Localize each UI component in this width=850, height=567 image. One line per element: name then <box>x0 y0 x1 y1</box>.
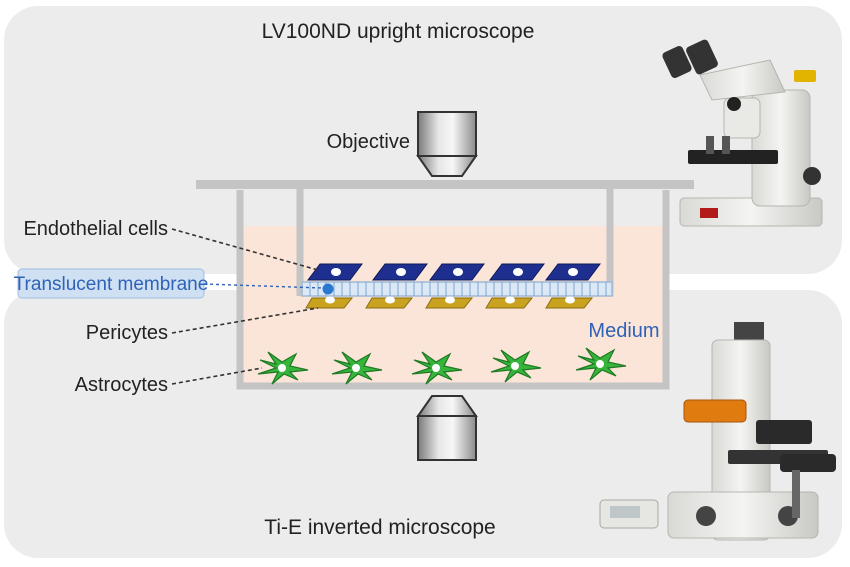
pericyte <box>485 296 534 309</box>
endothelial-cells <box>307 263 601 281</box>
pericyte <box>305 296 354 309</box>
astrocytes-label: Astrocytes <box>75 374 168 396</box>
membrane-pointer-dot <box>322 283 334 295</box>
top-objective-icon <box>416 111 478 177</box>
endothelial-cell <box>489 263 545 281</box>
pericytes-label: Pericytes <box>86 322 168 344</box>
endothelial-cell <box>307 263 363 281</box>
membrane-leader <box>203 283 323 289</box>
membrane-label: Translucent membrane <box>14 274 209 295</box>
translucent-membrane <box>301 281 613 297</box>
pericyte <box>545 296 594 309</box>
endothelial-cell <box>372 263 428 281</box>
astrocyte <box>411 351 463 385</box>
upright-microscope <box>662 39 823 227</box>
bottom-objective-icon <box>416 395 478 461</box>
inverted-title: Ti-E inverted microscope <box>264 516 495 539</box>
astrocyte <box>331 351 383 385</box>
astrocyte <box>490 349 542 383</box>
astrocyte <box>257 351 309 385</box>
pericytes-leader <box>171 307 319 334</box>
endothelial-cell <box>545 263 601 281</box>
objective-label: Objective <box>327 131 410 153</box>
astrocytes-leader <box>171 367 263 385</box>
upright-title: LV100ND upright microscope <box>262 20 535 43</box>
pericytes <box>305 296 594 309</box>
endothelial-leader <box>171 228 319 271</box>
astrocyte <box>575 347 627 381</box>
pericyte <box>365 296 414 309</box>
membrane-label-bg <box>17 268 205 299</box>
endothelial-cell <box>429 263 485 281</box>
inverted-microscope <box>599 322 836 541</box>
pericyte <box>425 296 474 309</box>
endothelial-label: Endothelial cells <box>23 218 168 240</box>
medium-label: Medium <box>588 320 659 342</box>
astrocytes <box>257 347 627 385</box>
